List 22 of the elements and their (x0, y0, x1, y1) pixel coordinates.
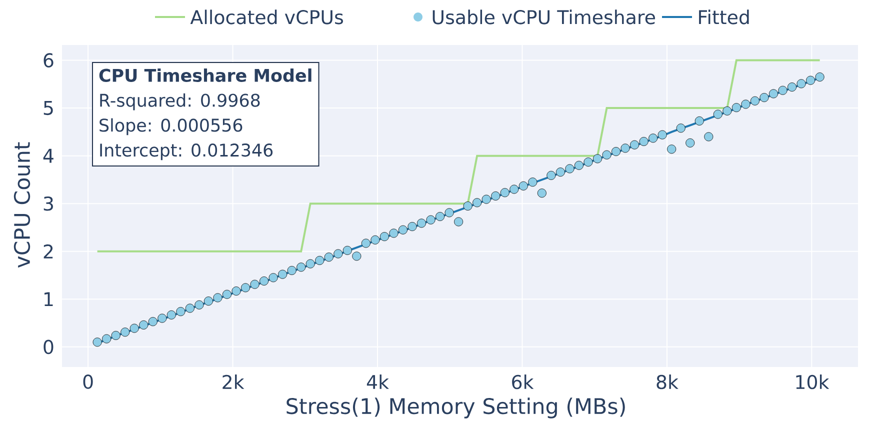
tick-label: 8k (656, 374, 678, 390)
tick-label: 3 (44, 196, 53, 211)
tick-label: 4 (43, 148, 54, 163)
tick-label: 5 (44, 101, 53, 116)
annotation: R-squared: 0.9968 (100, 93, 260, 110)
legend-label: Allocated vCPUs (190, 10, 343, 24)
tick-label: 6 (44, 53, 54, 68)
axis-title: vCPU Count (14, 142, 30, 268)
tick-label: 6k (512, 374, 534, 390)
annotation: Intercept: 0.012346 (100, 144, 273, 160)
tick-label: 4k (366, 374, 389, 389)
tick-label: 1 (44, 292, 53, 306)
tick-label: 2 (44, 244, 53, 258)
tick-label: 0 (44, 340, 54, 354)
tick-label: 0 (83, 374, 93, 389)
axis-title: Stress(1) Memory Setting (MBs) (286, 398, 625, 418)
annotation: CPU Timeshare Model (99, 68, 312, 82)
legend-label: Fitted (699, 10, 749, 24)
legend-label: Usable vCPU Timeshare (432, 10, 655, 24)
tick-label: 2k (222, 374, 244, 389)
annotation: Slope: 0.000556 (100, 118, 242, 136)
tick-label: 10k (796, 374, 830, 390)
